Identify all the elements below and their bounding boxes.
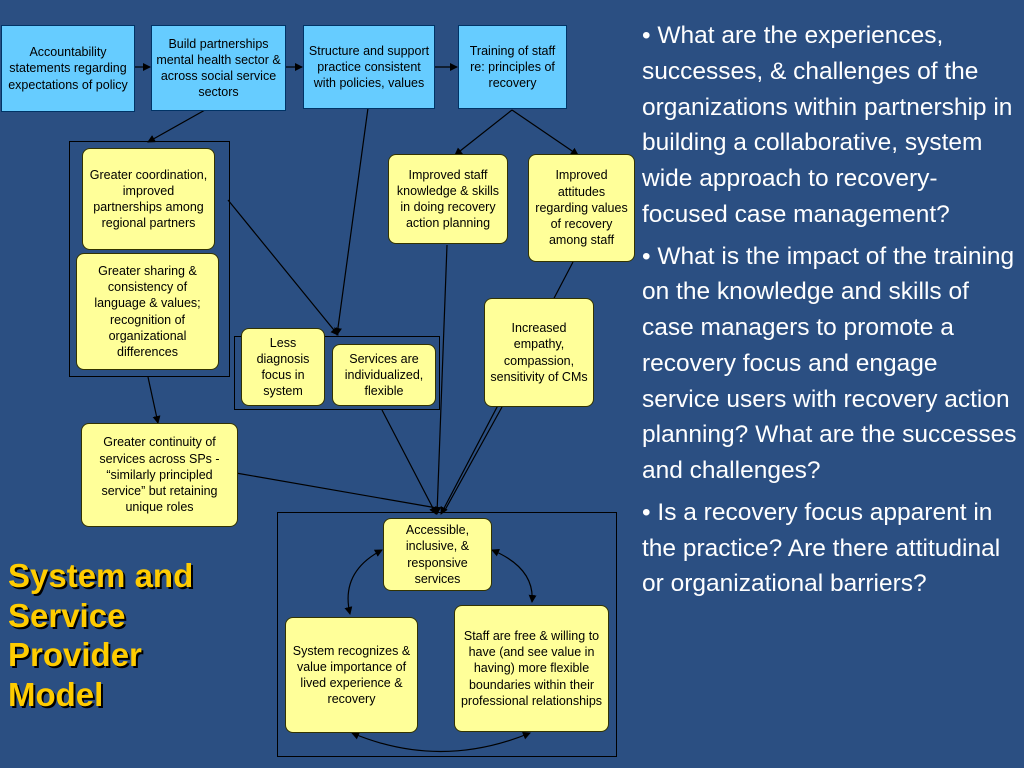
- cycle-group: [277, 512, 617, 757]
- less-diagnosis-box: Less diagnosis focus in system: [241, 328, 325, 406]
- slide-title: System and Service Provider Model: [8, 557, 194, 713]
- arrow-training-to-knowledge: [454, 109, 513, 156]
- continuity-box: Greater continuity of services across SP…: [81, 423, 238, 527]
- sharing-box: Greater sharing & consistency of languag…: [76, 253, 219, 370]
- cycle-arrow-accessible-staff: [491, 549, 537, 603]
- individualized-box: Services are individualized, flexible: [332, 344, 436, 406]
- line-continuity-to-cycle: [235, 472, 438, 509]
- structure-box: Structure and support practice consisten…: [303, 25, 435, 109]
- question-item: • What are the experiences, successes, &…: [642, 22, 1013, 228]
- left-outcomes-group: [69, 141, 230, 377]
- arrow-structure-to-services-group: [333, 107, 369, 336]
- coordination-box: Greater coordination, improved partnersh…: [82, 148, 215, 250]
- staff-attitudes-box: Improved attitudes regarding values of r…: [528, 154, 635, 262]
- training-box: Training of staff re: principles of reco…: [458, 25, 567, 109]
- arrow-services-group-to-cycle: [381, 409, 437, 515]
- accessible-services-box: Accessible, inclusive, & responsive serv…: [383, 518, 492, 591]
- empathy-box: Increased empathy, compassion, sensitivi…: [484, 298, 594, 407]
- cycle-arrow-system-staff: [351, 731, 531, 753]
- line-empathy-to-cycle: [444, 406, 503, 511]
- question-item: • What is the impact of the training on …: [642, 242, 1017, 485]
- partnerships-box: Build partnerships mental health sector …: [151, 25, 286, 111]
- question-item: • Is a recovery focus apparent in the pr…: [642, 498, 1001, 598]
- arrow-training-to-attitudes: [511, 109, 579, 156]
- system-recognizes-box: System recognizes & value importance of …: [285, 617, 418, 733]
- cycle-arrow-accessible-system: [344, 549, 383, 615]
- arrow-knowledge-to-cycle: [433, 244, 448, 515]
- arrow-group-to-continuity: [147, 376, 161, 424]
- staff-free-box: Staff are free & willing to have (and se…: [454, 605, 609, 732]
- accountability-box: Accountability statements regarding expe…: [1, 25, 135, 112]
- services-group: [234, 336, 440, 410]
- research-questions: • What are the experiences, successes, &…: [642, 18, 1020, 608]
- arrow-partnerships-to-coordination: [147, 109, 206, 143]
- arrow-coordination-to-services-group: [227, 199, 339, 336]
- staff-knowledge-box: Improved staff knowledge & skills in doi…: [388, 154, 508, 244]
